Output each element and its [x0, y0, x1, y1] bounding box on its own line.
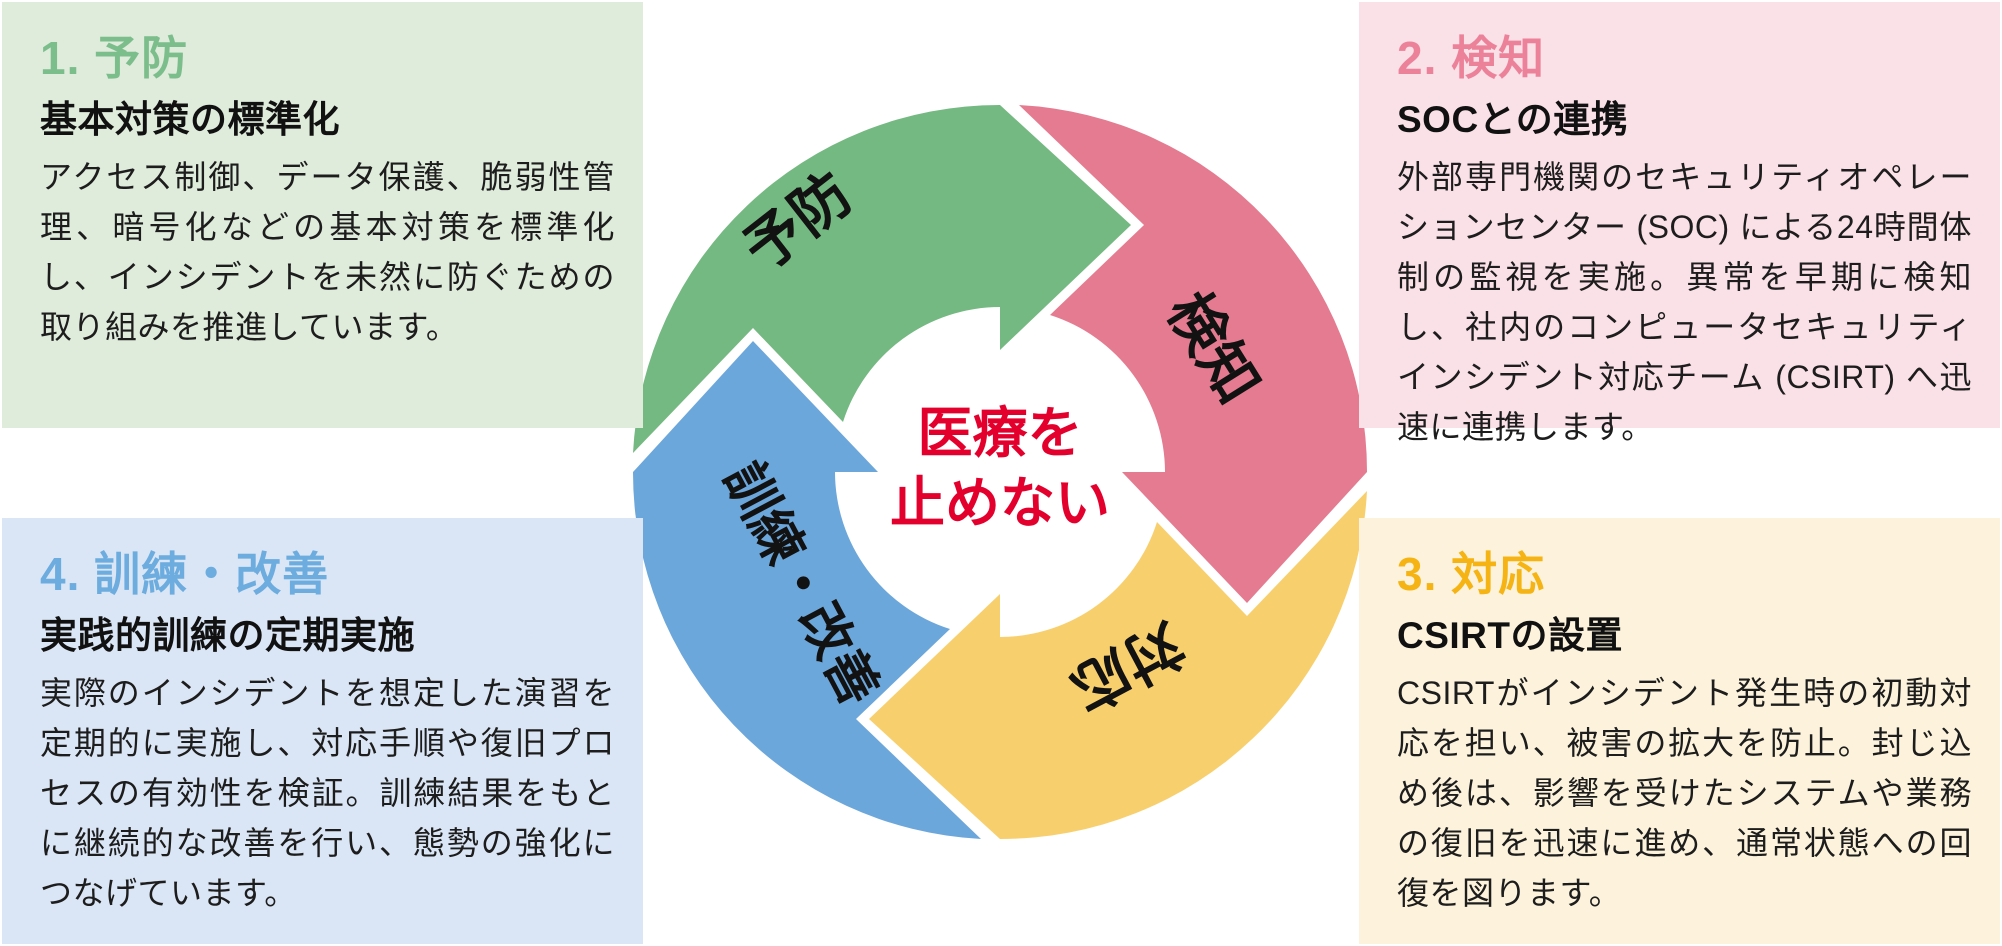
center-slogan-line2: 止めない — [890, 472, 1110, 534]
panel-response: 3. 対応 CSIRTの設置 CSIRTがインシデント発生時の初動対応を担い、被… — [1359, 518, 2000, 944]
center-slogan-line1: 医療を — [917, 402, 1082, 464]
panel-prevention: 1. 予防 基本対策の標準化 アクセス制御、データ保護、脆弱性管理、暗号化などの… — [2, 2, 643, 428]
panel-detection: 2. 検知 SOCとの連携 外部専門機関のセキュリティオペレーションセンター (… — [1359, 2, 2000, 445]
panel-prevention-body: アクセス制御、データ保護、脆弱性管理、暗号化などの基本対策を標準化し、インシデン… — [40, 159, 615, 345]
panel-detection-subtitle: SOCとの連携 — [1397, 99, 1629, 140]
panel-training-subtitle: 実践的訓練の定期実施 — [40, 615, 415, 656]
panel-response-title: 3. 対応 — [1397, 548, 1546, 600]
panel-prevention-title: 1. 予防 — [40, 32, 189, 84]
panel-prevention-subtitle: 基本対策の標準化 — [40, 99, 340, 140]
panel-response-subtitle: CSIRTの設置 — [1397, 615, 1623, 656]
panel-response-body: CSIRTがインシデント発生時の初動対応を担い、被害の拡大を防止。封じ込め後は、… — [1397, 675, 1972, 911]
panel-training-title: 4. 訓練・改善 — [40, 548, 330, 600]
panel-training-body: 実際のインシデントを想定した演習を定期的に実施し、対応手順や復旧プロセスの有効性… — [40, 675, 615, 911]
panel-detection-title: 2. 検知 — [1397, 32, 1546, 84]
panel-training: 4. 訓練・改善 実践的訓練の定期実施 実際のインシデントを想定した演習を定期的… — [2, 518, 643, 944]
panel-detection-body: 外部専門機関のセキュリティオペレーションセンター (SOC) による24時間体制… — [1397, 159, 1972, 445]
